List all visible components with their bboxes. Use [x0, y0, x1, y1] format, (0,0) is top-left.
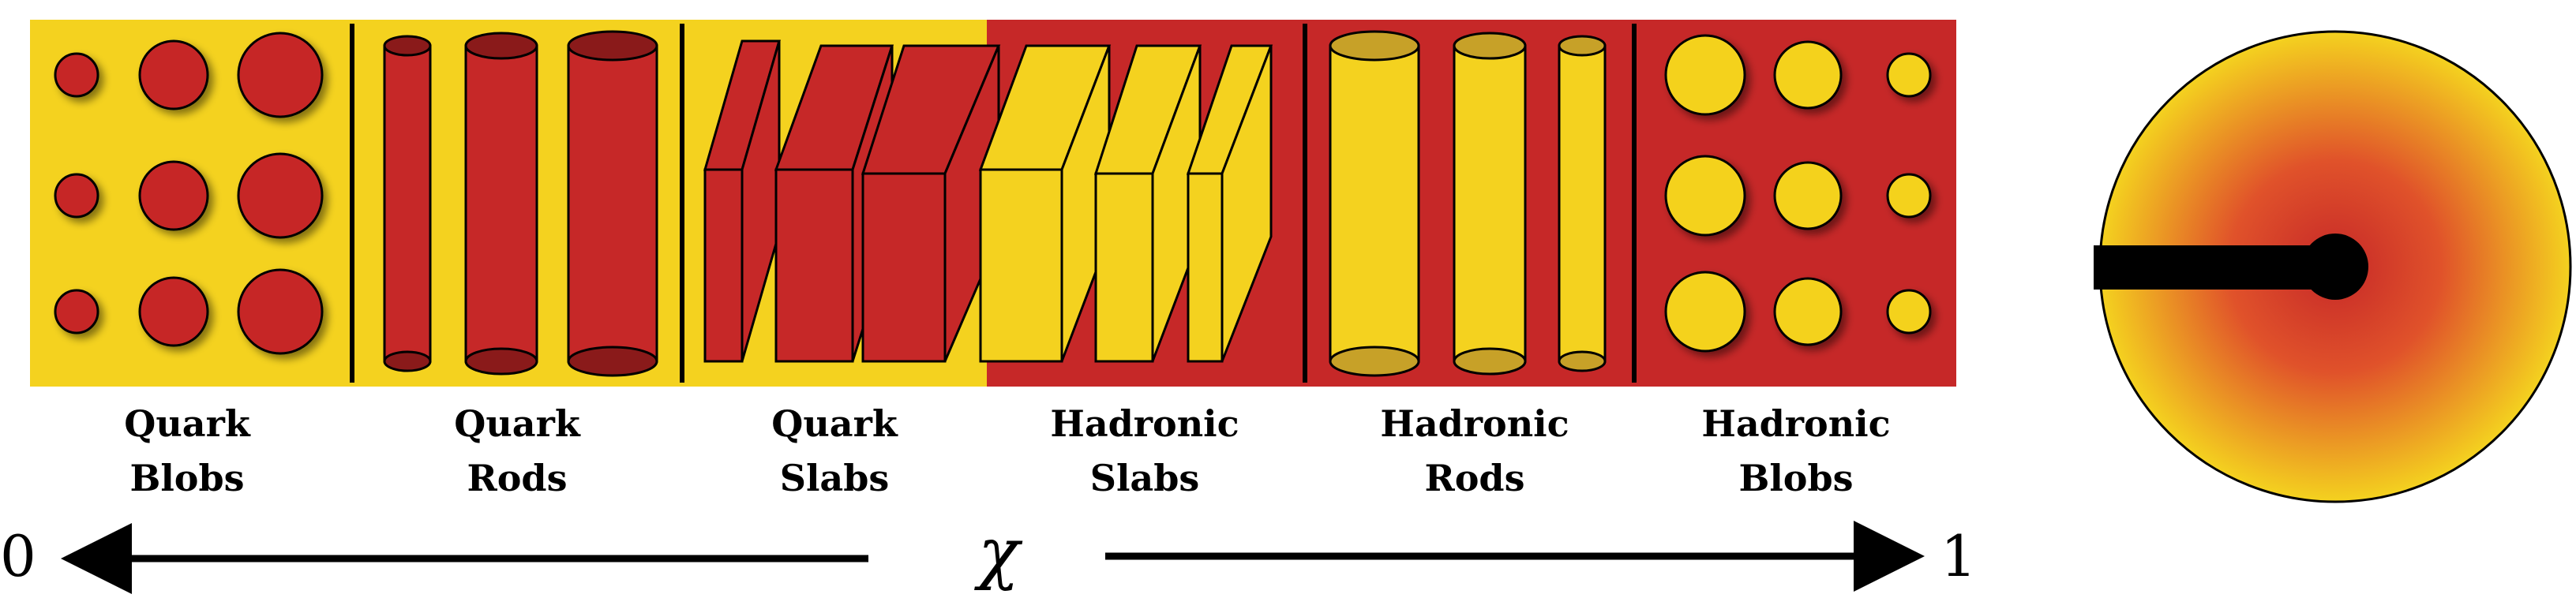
- label-hadronic-blobs-line2: Blobs: [1738, 457, 1853, 499]
- label-quark-blobs-line1: Quark: [124, 402, 251, 445]
- label-hadronic-slabs-line1: Hadronic: [1050, 402, 1239, 445]
- star-core: [2302, 234, 2368, 300]
- label-hadronic-rods-line1: Hadronic: [1380, 402, 1569, 445]
- axis-left-value: 0: [0, 523, 36, 589]
- label-quark-slabs-line2: Slabs: [780, 457, 890, 499]
- label-quark-blobs-line2: Blobs: [129, 457, 244, 499]
- label-quark-rods-line2: Rods: [467, 457, 568, 499]
- quark-rods-illustration: [383, 30, 658, 377]
- chi-axis: 0 χ 1: [0, 514, 1977, 594]
- section-dividers: [350, 24, 1637, 383]
- axis-right-value: 1: [1940, 523, 1977, 589]
- quark-slabs-illustration: [703, 39, 1001, 363]
- quark-blobs-illustration: [54, 32, 324, 355]
- label-hadronic-slabs-line2: Slabs: [1090, 457, 1200, 499]
- star-probe-bar: [2094, 245, 2334, 290]
- hadronic-rods-illustration: [1329, 30, 1607, 377]
- neutron-star-illustration: [2094, 30, 2572, 503]
- hadronic-blobs-illustration: [1664, 34, 1932, 353]
- label-quark-slabs-line1: Quark: [771, 402, 898, 445]
- axis-variable-chi: χ: [974, 514, 1023, 592]
- label-quark-rods-line1: Quark: [454, 402, 581, 445]
- phase-labels: Quark Blobs Quark Rods Quark Slabs Hadro…: [124, 402, 1890, 499]
- hadronic-slabs-illustration: [978, 44, 1273, 363]
- label-hadronic-rods-line2: Rods: [1425, 457, 1525, 499]
- label-hadronic-blobs-line1: Hadronic: [1701, 402, 1890, 445]
